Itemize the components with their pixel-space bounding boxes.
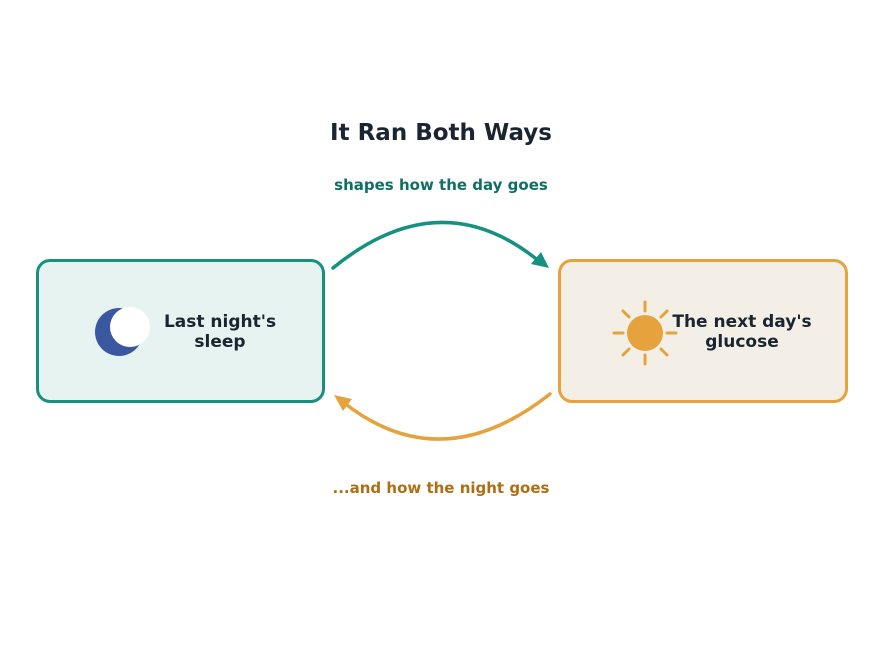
glucose-label-line1: The next day's (672, 312, 812, 332)
sleep-label-line2: sleep (194, 332, 246, 352)
glucose-label: The next day's glucose (661, 312, 823, 352)
moon-icon (95, 307, 150, 356)
diagram-title: It Ran Both Ways (330, 120, 552, 146)
top-arrowhead (531, 252, 549, 268)
sleep-node: Last night's sleep (36, 259, 325, 403)
bottom-arrow (341, 392, 552, 441)
sleep-label: Last night's sleep (157, 312, 283, 352)
sun-icon (612, 300, 678, 366)
sleep-label-line1: Last night's (163, 312, 277, 332)
top-arrow-label: shapes how the day goes (334, 176, 548, 194)
glucose-node: The next day's glucose (558, 259, 848, 403)
glucose-label-line2: glucose (705, 332, 779, 352)
top-arrow (331, 220, 542, 270)
bottom-arrowhead (334, 395, 352, 411)
bottom-arrow-label: ...and how the night goes (332, 479, 550, 497)
